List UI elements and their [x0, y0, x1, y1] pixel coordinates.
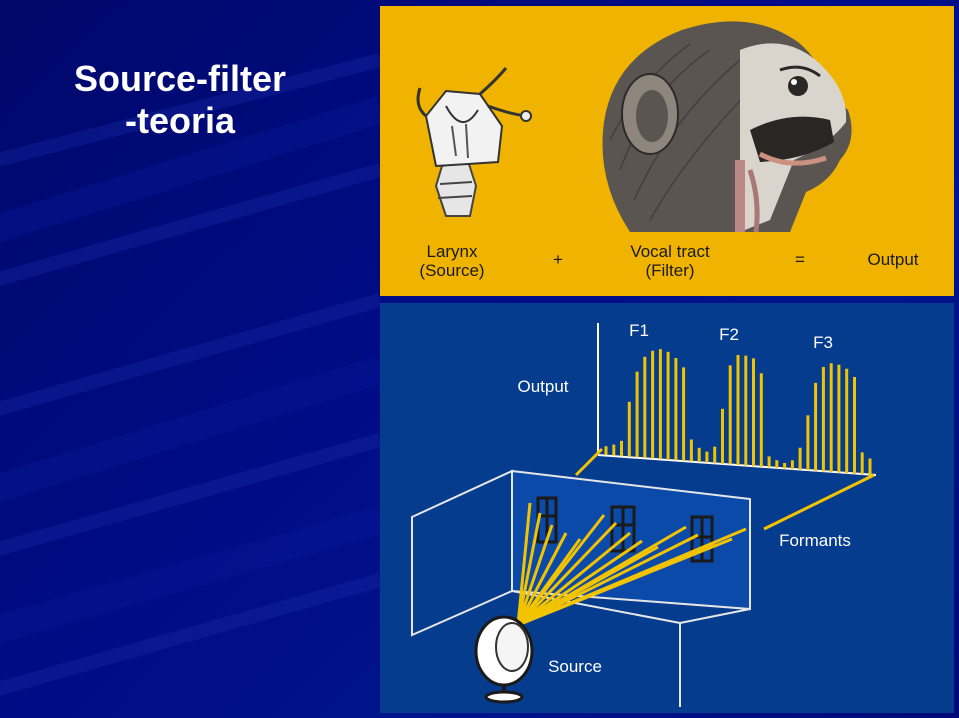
- sound-beam: [517, 527, 747, 627]
- monkey-head-illustration: [602, 21, 852, 233]
- slide-title: Source-filter -teoria: [20, 58, 340, 142]
- sound-beam: [516, 514, 606, 626]
- source-filter-equation-panel: Larynx (Source) + Vocal tract (Filter) =…: [380, 6, 954, 296]
- sound-beam: [516, 512, 542, 626]
- sound-beam: [516, 532, 568, 626]
- output-label-top: Output: [867, 250, 919, 269]
- larynx-label: Larynx (Source): [400, 242, 504, 280]
- formant-label-f2: F2: [719, 325, 739, 344]
- source-label: Source: [548, 657, 602, 676]
- sound-beam: [517, 525, 687, 627]
- vocal-tract-label: Vocal tract (Filter): [612, 242, 728, 280]
- plus-sign: +: [553, 250, 563, 269]
- formant-guide-lines: [574, 447, 875, 531]
- sound-beam: [516, 502, 532, 626]
- title-line-1: Source-filter: [73, 58, 287, 99]
- output-label-bottom: Output: [517, 377, 569, 396]
- sound-beam: [516, 524, 554, 626]
- larynx-title: Larynx: [426, 242, 478, 261]
- equals-sign: =: [795, 250, 805, 269]
- harmonic-bars: [604, 349, 872, 475]
- sound-beams: [516, 502, 747, 627]
- vocal-tract-subtitle: (Filter): [645, 261, 695, 280]
- formant-diagram: [411, 323, 877, 707]
- formant-label-f1: F1: [629, 321, 649, 340]
- formant-diagram-panel: Output F1 F2 F3 Formants Source: [380, 303, 954, 713]
- vocal-tract-title: Vocal tract: [630, 242, 710, 261]
- sound-beam: [517, 531, 631, 627]
- formants-label: Formants: [779, 531, 851, 550]
- sound-beam: [517, 539, 643, 627]
- sound-beam: [516, 521, 618, 627]
- sound-beam: [517, 533, 699, 627]
- title-line-2: -teoria: [124, 100, 236, 141]
- background-stripes: [0, 53, 380, 696]
- larynx-subtitle: (Source): [419, 261, 485, 280]
- source-speaker-icon: [474, 615, 534, 704]
- larynx-illustration: [416, 67, 532, 217]
- formant-label-f3: F3: [813, 333, 833, 352]
